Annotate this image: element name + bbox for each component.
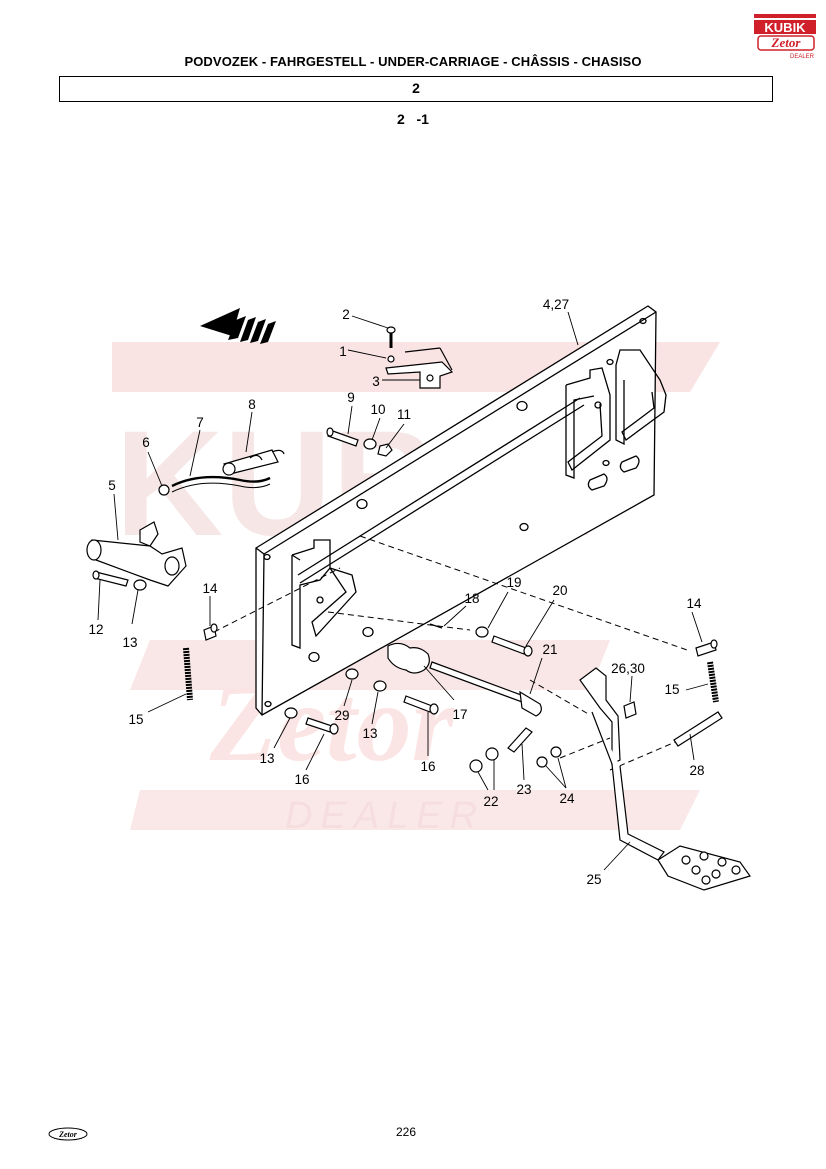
kubik-zetor-dealer-logo: KUBIK Zetor DEALER: [752, 12, 818, 60]
callout-18: 18: [464, 591, 479, 606]
callout-2: 2: [342, 307, 350, 322]
callout-23: 23: [516, 782, 531, 797]
subsection-number: 2 -1: [397, 111, 429, 127]
callout-12: 12: [88, 622, 103, 637]
callout-8: 8: [248, 397, 256, 412]
logo-zetor-text: Zetor: [771, 35, 802, 50]
watermark-dealer-text: DEALER: [285, 795, 485, 837]
section-number-box: 2: [59, 76, 773, 102]
callout-20: 20: [552, 583, 567, 598]
footer-zetor-logo: Zetor: [48, 1127, 88, 1141]
callout-13-bottom: 13: [259, 751, 274, 766]
callout-4-27: 4,27: [543, 297, 569, 312]
callout-16-right: 16: [420, 759, 435, 774]
small-parts: [86, 326, 751, 891]
callout-1: 1: [339, 344, 347, 359]
callout-15-right: 15: [664, 682, 679, 697]
callout-3: 3: [372, 374, 380, 389]
logo-dealer-text: DEALER: [790, 54, 815, 60]
page-title: PODVOZEK - FAHRGESTELL - UNDER-CARRIAGE …: [184, 54, 642, 69]
callout-19: 19: [506, 575, 521, 590]
callout-24: 24: [559, 791, 575, 806]
callout-14-right: 14: [686, 596, 702, 611]
logo-kubik-text: KUBIK: [764, 20, 806, 35]
callout-16-left: 16: [294, 772, 309, 787]
callout-6: 6: [142, 435, 150, 450]
callout-17: 17: [452, 707, 467, 722]
callout-28: 28: [689, 763, 704, 778]
callout-29: 29: [334, 708, 349, 723]
callout-22: 22: [483, 794, 498, 809]
callout-5: 5: [108, 478, 116, 493]
callout-15-left: 15: [128, 712, 143, 727]
page-number: 226: [395, 1125, 417, 1139]
callout-25: 25: [586, 872, 601, 887]
callout-11: 11: [397, 407, 411, 422]
callout-labels: 2 1 3 4,27 8 9 10 11 7 6 5 12 13 14 15 1…: [88, 297, 704, 887]
callout-13-left: 13: [122, 635, 137, 650]
footer-logo-text: Zetor: [58, 1130, 78, 1139]
callout-9: 9: [347, 390, 355, 405]
direction-arrow-icon: [200, 308, 276, 344]
callout-21: 21: [542, 642, 557, 657]
callout-7: 7: [196, 415, 204, 430]
callout-13-middle: 13: [362, 726, 377, 741]
callout-26-30: 26,30: [611, 661, 645, 676]
callout-14-left: 14: [202, 581, 218, 596]
pedal-bracket-plate: [255, 305, 667, 716]
watermark-zetor-text: Zetor: [209, 662, 456, 784]
callout-10: 10: [370, 402, 385, 417]
